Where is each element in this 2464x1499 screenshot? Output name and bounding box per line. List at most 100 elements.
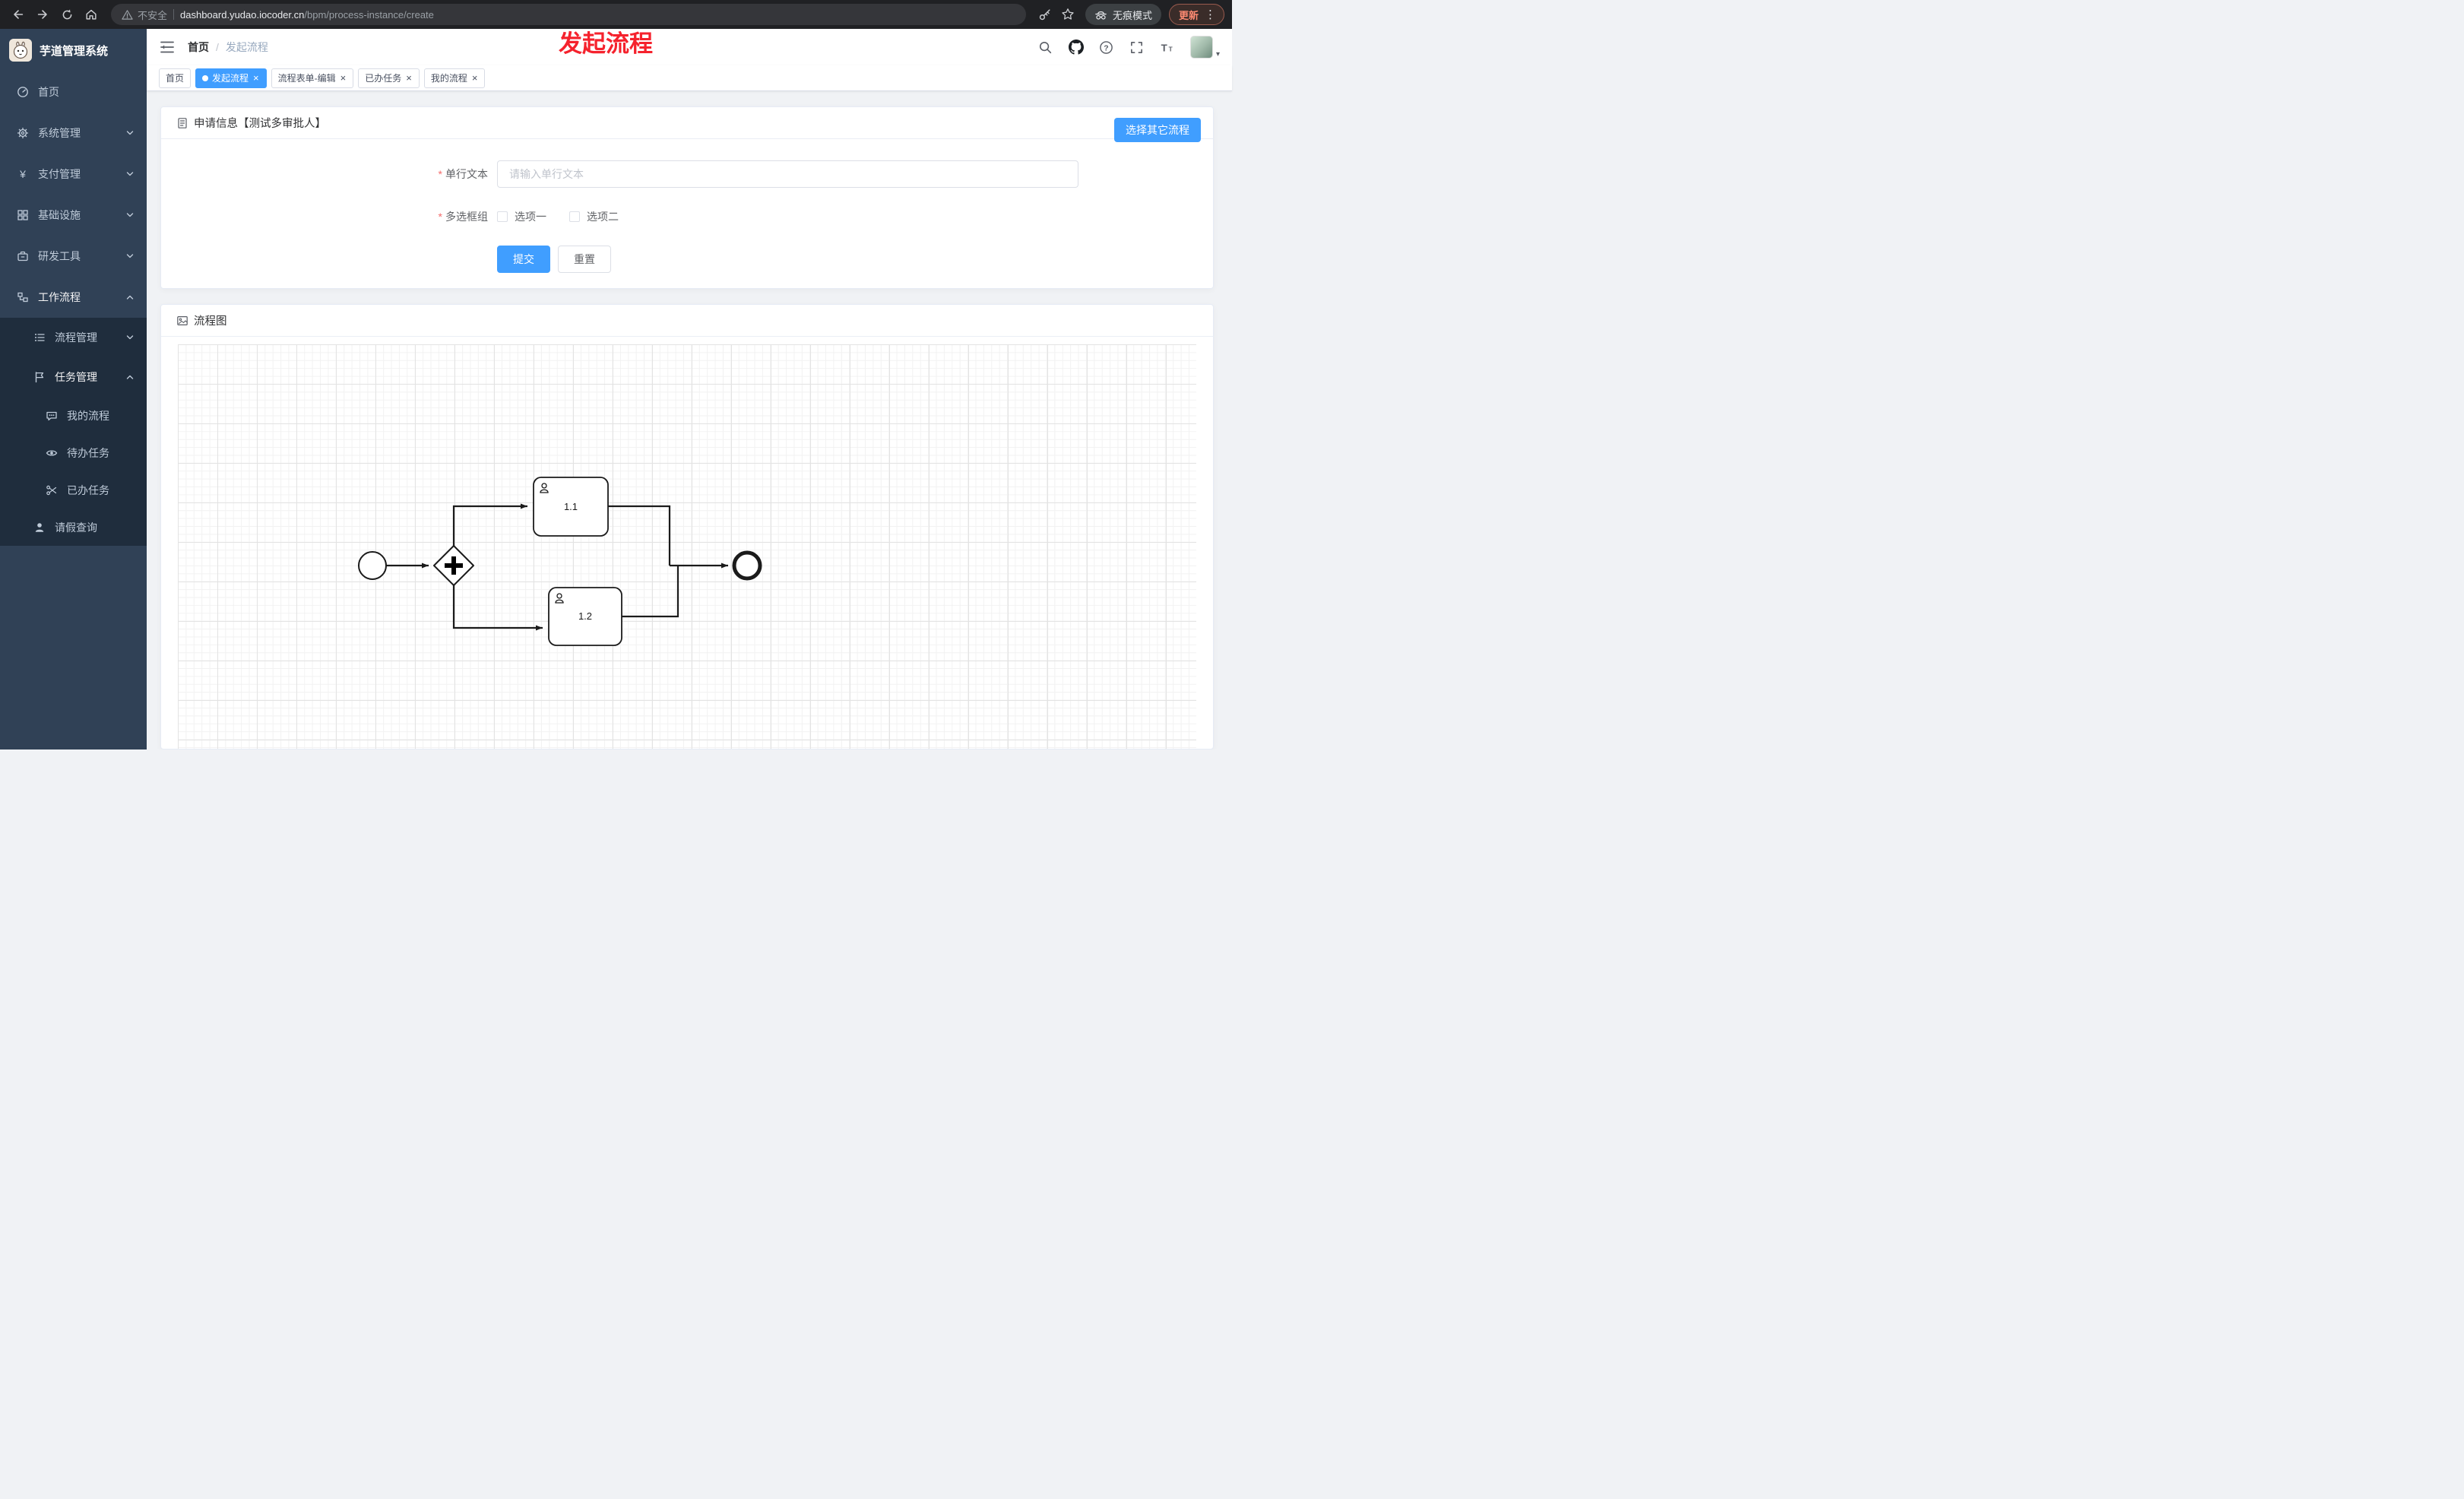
checkbox-group: 选项一 选项二 xyxy=(497,203,619,230)
sidebar-collapse-icon[interactable] xyxy=(159,39,176,55)
task-label: 1.2 xyxy=(578,610,592,622)
tab-start-process[interactable]: 发起流程 × xyxy=(195,68,267,88)
list-icon xyxy=(35,334,45,341)
field-label: *单行文本 xyxy=(438,168,488,180)
breadcrumb-home[interactable]: 首页 xyxy=(188,41,209,53)
toolbox-icon xyxy=(17,251,28,261)
bpmn-parallel-gateway[interactable] xyxy=(433,545,474,586)
close-icon[interactable]: × xyxy=(340,72,347,84)
sidebar-item-label: 支付管理 xyxy=(38,168,81,180)
sidebar-item-task-mgmt[interactable]: 任务管理 xyxy=(0,357,147,397)
chat-bubble-icon xyxy=(46,411,57,420)
chevron-down-icon xyxy=(126,213,134,217)
sidebar-item-my-processes[interactable]: 我的流程 xyxy=(0,397,147,434)
close-icon[interactable]: × xyxy=(253,72,259,84)
incognito-icon xyxy=(1095,11,1107,20)
sidebar-item-payment[interactable]: ¥ 支付管理 xyxy=(0,154,147,195)
github-button[interactable] xyxy=(1068,40,1084,55)
chevron-down-icon xyxy=(126,131,134,135)
flow-gateway-to-task1 xyxy=(452,503,527,547)
sidebar-item-done-tasks[interactable]: 已办任务 xyxy=(0,471,147,509)
tab-label: 我的流程 xyxy=(430,73,467,84)
chevron-up-icon xyxy=(126,375,134,379)
flow-task1-to-join xyxy=(608,505,671,566)
sidebar-item-home[interactable]: 首页 xyxy=(0,71,147,113)
tab-home[interactable]: 首页 xyxy=(159,68,192,88)
bpmn-canvas[interactable]: 1.1 1.2 xyxy=(178,344,1196,749)
bpmn-user-task-2[interactable]: 1.2 xyxy=(548,587,622,646)
close-icon[interactable]: × xyxy=(406,72,412,84)
password-key-button[interactable] xyxy=(1035,5,1055,24)
logo-avatar-icon xyxy=(9,39,32,62)
help-button[interactable]: ? xyxy=(1099,40,1114,55)
bookmark-star-button[interactable] xyxy=(1058,5,1078,24)
back-button[interactable] xyxy=(8,4,29,25)
breadcrumb: 首页 / 发起流程 xyxy=(188,40,268,55)
checkbox-option-1[interactable]: 选项一 xyxy=(497,209,546,224)
sidebar-item-infrastructure[interactable]: 基础设施 xyxy=(0,195,147,236)
sidebar-item-devtools[interactable]: 研发工具 xyxy=(0,236,147,277)
flow-task2-to-join xyxy=(622,566,679,618)
incognito-label: 无痕模式 xyxy=(1112,9,1152,21)
single-line-text-input[interactable] xyxy=(497,160,1078,188)
security-indicator[interactable]: 不安全 xyxy=(122,8,167,22)
sidebar-item-label: 请假查询 xyxy=(55,521,97,534)
url-bar[interactable]: 不安全 dashboard.yudao.iocoder.cn/bpm/proce… xyxy=(111,4,1026,25)
fullscreen-icon xyxy=(1131,41,1143,53)
chevron-down-icon xyxy=(126,335,134,340)
close-icon[interactable]: × xyxy=(471,72,478,84)
home-icon xyxy=(86,9,97,20)
sidebar-item-process-mgmt[interactable]: 流程管理 xyxy=(0,318,147,357)
workflow-icon xyxy=(17,292,28,303)
sidebar-item-todo-tasks[interactable]: 待办任务 xyxy=(0,434,147,471)
checkbox-icon[interactable] xyxy=(569,211,580,222)
document-icon xyxy=(178,117,187,128)
tab-form-edit[interactable]: 流程表单-编辑 × xyxy=(271,68,354,88)
sidebar-item-label: 我的流程 xyxy=(67,409,109,422)
url-path: /bpm/process-instance/create xyxy=(304,8,434,21)
key-icon xyxy=(1039,9,1050,21)
form-row-checkbox: *多选框组 选项一 选项二 xyxy=(406,203,1198,230)
sidebar-item-workflow[interactable]: 工作流程 xyxy=(0,277,147,318)
tab-done-tasks[interactable]: 已办任务 × xyxy=(358,68,420,88)
user-menu[interactable]: ▾ xyxy=(1189,36,1220,59)
sidebar-item-system[interactable]: 系统管理 xyxy=(0,113,147,154)
forward-button[interactable] xyxy=(32,4,53,25)
incognito-badge[interactable]: 无痕模式 xyxy=(1085,4,1161,25)
tab-label: 已办任务 xyxy=(365,73,402,84)
flow-gateway-to-task2 xyxy=(452,585,543,631)
bpmn-end-event[interactable] xyxy=(732,550,762,581)
search-button[interactable] xyxy=(1038,40,1053,55)
reload-button[interactable] xyxy=(56,4,78,25)
browser-update-menu[interactable]: 更新 ⋮ xyxy=(1168,4,1224,25)
workflow-submenu: 流程管理 任务管理 我的流程 待办任务 已办任务 xyxy=(0,318,147,546)
person-icon xyxy=(35,522,44,532)
diagram-title: 流程图 xyxy=(194,315,227,328)
sidebar-logo[interactable]: 芋道管理系统 xyxy=(0,29,147,71)
apply-info-title: 申请信息【测试多审批人】 xyxy=(194,118,326,130)
select-other-process-button[interactable]: 选择其它流程 xyxy=(1114,118,1201,142)
reset-button[interactable]: 重置 xyxy=(558,246,611,273)
checkbox-option-2[interactable]: 选项二 xyxy=(569,209,619,224)
gear-icon xyxy=(17,128,28,138)
tags-view: 首页 发起流程 × 流程表单-编辑 × 已办任务 × 我的流程 × xyxy=(147,65,1232,91)
eye-icon xyxy=(46,450,58,455)
sidebar-item-leave-query[interactable]: 请假查询 xyxy=(0,509,147,546)
app-title: 芋道管理系统 xyxy=(40,44,109,58)
bpmn-user-task-1[interactable]: 1.1 xyxy=(533,477,609,537)
more-vert-icon[interactable]: ⋮ xyxy=(1205,8,1216,21)
page-content: 申请信息【测试多审批人】 选择其它流程 *单行文本 *多选框组 选项一 xyxy=(147,91,1232,750)
chevron-down-icon xyxy=(126,254,134,258)
tab-my-processes[interactable]: 我的流程 × xyxy=(423,68,486,88)
fullscreen-button[interactable] xyxy=(1129,40,1145,55)
update-label: 更新 xyxy=(1178,9,1199,21)
submit-button[interactable]: 提交 xyxy=(497,246,550,273)
home-button[interactable] xyxy=(81,4,102,25)
caret-down-icon: ▾ xyxy=(1215,50,1220,59)
sidebar-item-label: 工作流程 xyxy=(38,291,81,303)
checkbox-icon[interactable] xyxy=(497,211,508,222)
bpmn-start-event[interactable] xyxy=(358,551,387,580)
breadcrumb-separator: / xyxy=(216,41,219,53)
